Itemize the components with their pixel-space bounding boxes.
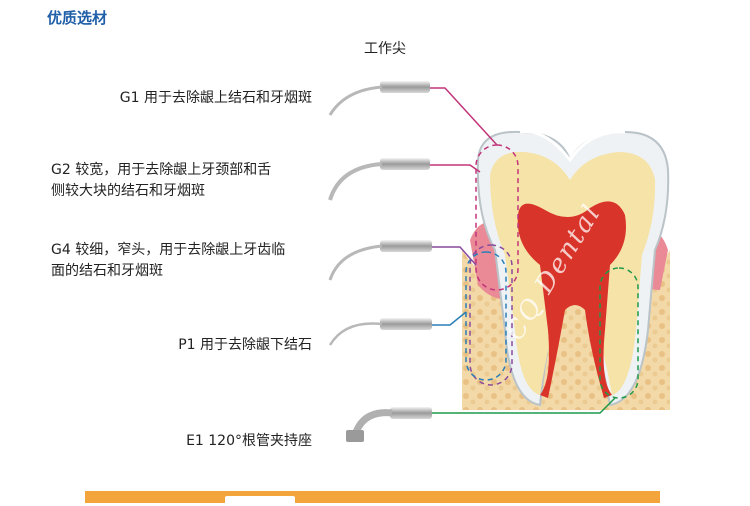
leader-p1: [432, 312, 466, 325]
leader-g2: [430, 165, 480, 172]
leader-g1: [430, 88, 497, 145]
footer-bar-inset: [225, 496, 295, 506]
tip-g4-instrument: [330, 240, 432, 280]
tip-e1-instrument: [346, 407, 432, 442]
tip-g1-instrument: [330, 81, 430, 115]
footer-bar: [85, 491, 660, 503]
tip-g2-instrument: [330, 158, 430, 200]
tip-p1-instrument: [330, 318, 432, 345]
